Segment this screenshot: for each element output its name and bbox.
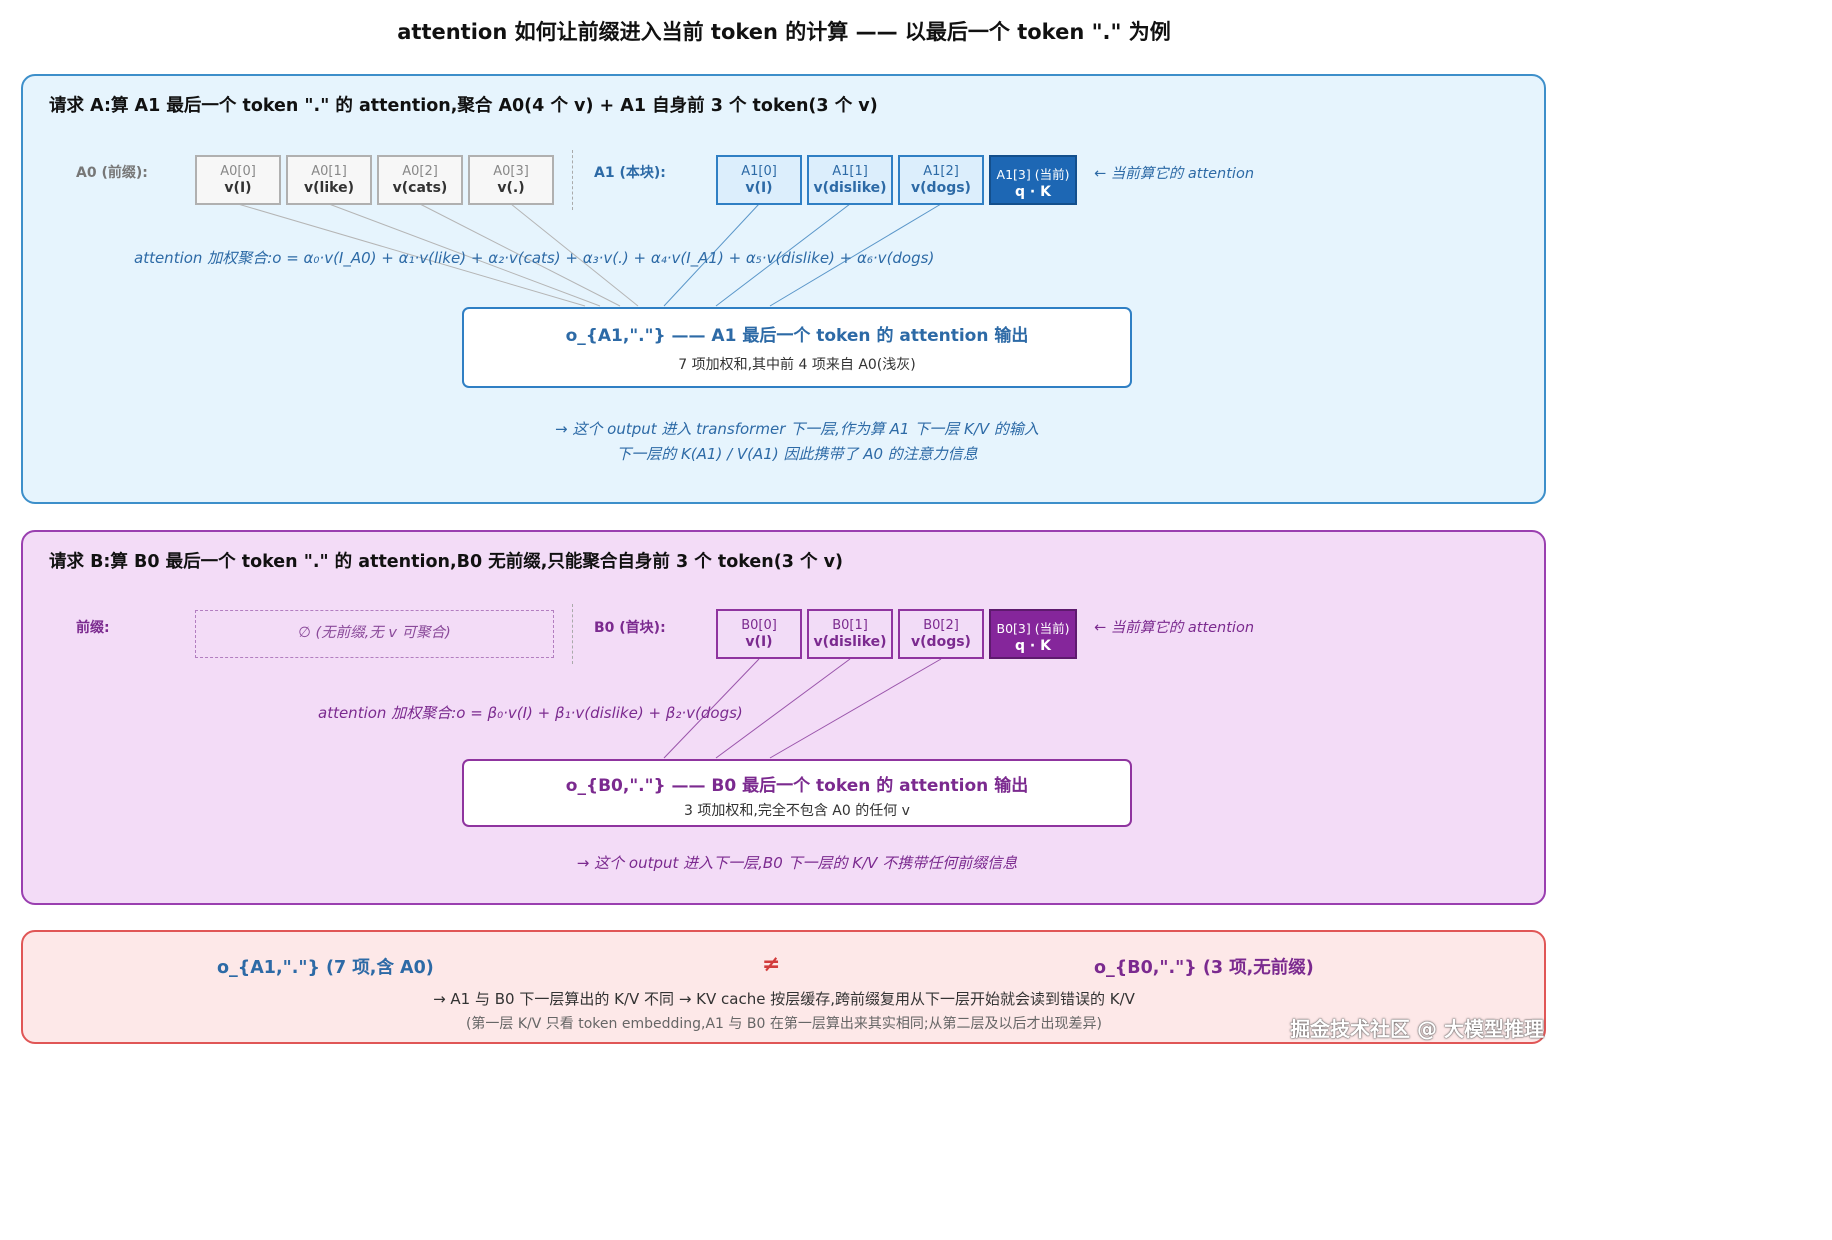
panel-b-connector-lines: [663, 658, 942, 759]
line-a0-0: [237, 203, 586, 307]
token-index: A0[2]: [402, 164, 438, 179]
line-b0-1: [715, 658, 851, 759]
token-index: A0[3]: [493, 164, 529, 179]
diagram-title: attention 如何让前缀进入当前 token 的计算 —— 以最后一个 t…: [397, 20, 1171, 44]
token-index: A0[1]: [311, 164, 347, 179]
token-index: B0[0]: [741, 618, 777, 633]
panel-comparison: [21, 930, 1546, 1044]
compare-right: o_{B0,"."} (3 项,无前缀): [1094, 958, 1314, 978]
a-current-note: ← 当前算它的 attention: [1094, 166, 1255, 182]
line-a0-2: [419, 203, 621, 307]
line-a0-1: [328, 203, 601, 307]
token-index: A1[3] (当前): [996, 167, 1070, 182]
panel-request-a: 请求 A:算 A1 最后一个 token "." 的 attention,聚合 …: [21, 74, 1546, 504]
token-value: v(dislike): [813, 634, 887, 650]
token-index: A1[2]: [923, 164, 959, 179]
token-value: v(I): [745, 180, 773, 196]
token-index: A1[0]: [741, 164, 777, 179]
a0-prefix-label: A0 (前缀):: [76, 165, 148, 181]
token-value: q · K: [1015, 184, 1051, 200]
token-value: v(cats): [392, 180, 448, 196]
token-a0-1: A0[1] v(like): [286, 155, 372, 205]
line-a1-2: [769, 203, 942, 307]
line-a1-1: [715, 203, 851, 307]
b-output-title: o_{B0,"."} —— B0 最后一个 token 的 attention …: [565, 776, 1029, 796]
token-index: B0[1]: [832, 618, 868, 633]
a-attention-formula: attention 加权聚合:o = α₀·v(I_A0) + α₁·v(lik…: [134, 249, 935, 267]
a-output-title: o_{A1,"."} —— A1 最后一个 token 的 attention …: [565, 326, 1029, 346]
token-b0-current: B0[3] (当前) q · K: [989, 609, 1077, 659]
panel-request-b: 请求 B:算 B0 最后一个 token "." 的 attention,B0 …: [21, 530, 1546, 905]
token-b0-2: B0[2] v(dogs): [898, 609, 984, 659]
line-a0-3: [510, 203, 639, 307]
token-value: v(I): [745, 634, 773, 650]
token-a0-2: A0[2] v(cats): [377, 155, 463, 205]
token-a1-current: A1[3] (当前) q · K: [989, 155, 1077, 205]
a-output-box: o_{A1,"."} —— A1 最后一个 token 的 attention …: [462, 307, 1132, 388]
token-value: v(dogs): [911, 180, 971, 196]
b-empty-prefix: ∅ (无前缀,无 v 可聚合): [195, 610, 554, 658]
compare-line-1: → A1 与 B0 下一层算出的 K/V 不同 → KV cache 按层缓存,…: [433, 990, 1135, 1008]
token-a1-1: A1[1] v(dislike): [807, 155, 893, 205]
compare-left: o_{A1,"."} (7 项,含 A0): [217, 958, 434, 978]
token-value: v(dislike): [813, 180, 887, 196]
prefix-separator-b: [572, 604, 573, 664]
b-current-note: ← 当前算它的 attention: [1094, 620, 1255, 636]
b-output-subtitle: 3 项加权和,完全不包含 A0 的任何 v: [684, 803, 910, 819]
token-b0-1: B0[1] v(dislike): [807, 609, 893, 659]
a1-block-label: A1 (本块):: [594, 165, 666, 181]
token-a1-0: A1[0] v(I): [716, 155, 802, 205]
token-a0-3: A0[3] v(.): [468, 155, 554, 205]
token-a1-2: A1[2] v(dogs): [898, 155, 984, 205]
a-output-subtitle: 7 项加权和,其中前 4 项来自 A0(浅灰): [678, 357, 916, 373]
line-a1-0: [663, 203, 760, 307]
panel-a-title: 请求 A:算 A1 最后一个 token "." 的 attention,聚合 …: [49, 96, 878, 116]
b-note-line-1: → 这个 output 进入下一层,B0 下一层的 K/V 不携带任何前缀信息: [576, 854, 1018, 872]
token-value: v(.): [497, 180, 525, 196]
token-value: q · K: [1015, 638, 1051, 654]
b-output-box: o_{B0,"."} —— B0 最后一个 token 的 attention …: [462, 759, 1132, 827]
line-b0-2: [769, 658, 942, 759]
token-a0-0: A0[0] v(I): [195, 155, 281, 205]
token-b0-0: B0[0] v(I): [716, 609, 802, 659]
b-prefix-label: 前缀:: [76, 620, 110, 636]
token-index: B0[2]: [923, 618, 959, 633]
prefix-separator-a: [572, 150, 573, 210]
not-equal-sign: ≠: [762, 952, 781, 977]
token-index: A0[0]: [220, 164, 256, 179]
token-value: v(like): [304, 180, 354, 196]
token-index: B0[3] (当前): [996, 621, 1070, 636]
token-value: v(I): [224, 180, 252, 196]
watermark: 掘金技术社区 @ 大模型推理: [1290, 1017, 1544, 1041]
b-attention-formula: attention 加权聚合:o = β₀·v(I) + β₁·v(dislik…: [318, 704, 743, 722]
token-index: A1[1]: [832, 164, 868, 179]
b0-block-label: B0 (首块):: [594, 620, 666, 636]
panel-b-title: 请求 B:算 B0 最后一个 token "." 的 attention,B0 …: [49, 552, 843, 572]
token-value: v(dogs): [911, 634, 971, 650]
compare-line-2: (第一层 K/V 只看 token embedding,A1 与 B0 在第一层…: [465, 1016, 1103, 1032]
a-note-line-2: 下一层的 K(A1) / V(A1) 因此携带了 A0 的注意力信息: [616, 445, 978, 463]
a-note-line-1: → 这个 output 进入 transformer 下一层,作为算 A1 下一…: [555, 420, 1039, 438]
line-b0-0: [663, 658, 760, 759]
